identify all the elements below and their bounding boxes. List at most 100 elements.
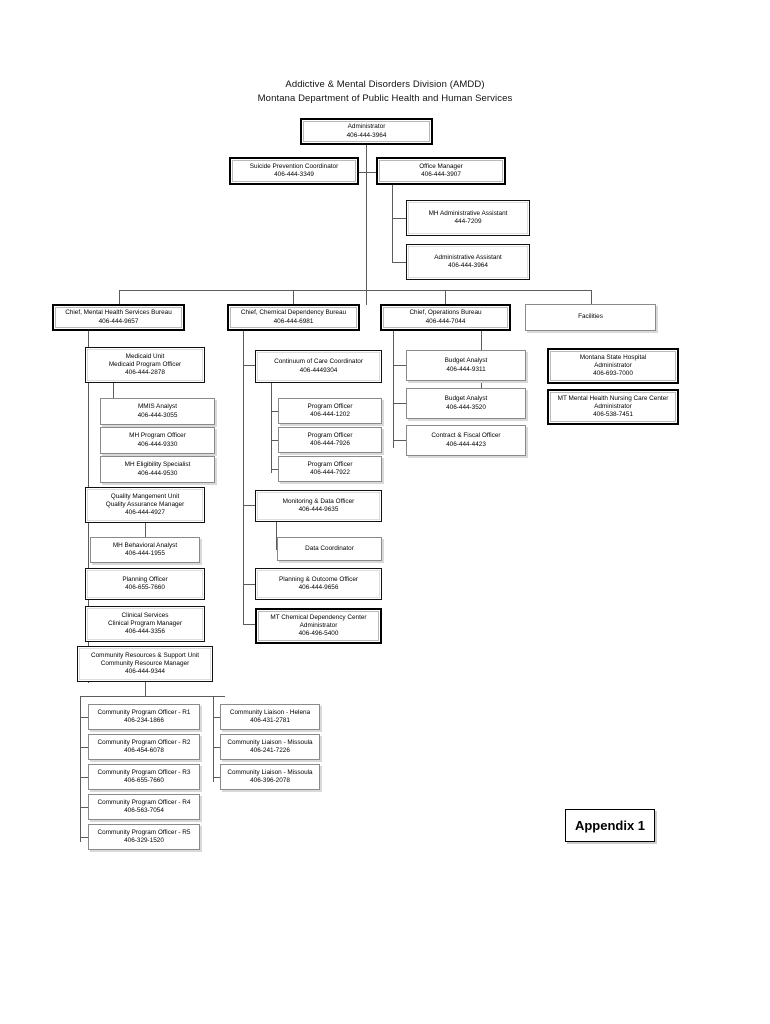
connector-continuum-trunk	[271, 383, 272, 473]
connector-to-mt-cd-center	[243, 624, 255, 625]
node-phone: 406-444-1202	[310, 411, 350, 418]
node-subtitle: Administrator	[594, 402, 632, 410]
page-title: Addictive & Mental Disorders Division (A…	[0, 78, 770, 106]
connector-admin-trunk	[366, 145, 367, 305]
node-title: MT Mental Health Nursing Care Center	[557, 394, 669, 402]
node-title: Office Manager	[419, 162, 463, 170]
node-title: Community Program Officer - R3	[97, 768, 191, 776]
node-phone: 406-444-9635	[298, 506, 339, 513]
node-mh-eligibility-specialist[interactable]: MH Eligibility Specialist 406-444-9530	[100, 456, 215, 483]
node-phone: 406-693-7000	[593, 370, 633, 378]
node-mh-behavioral-analyst[interactable]: MH Behavioral Analyst 406-444-1955	[90, 537, 200, 563]
node-phone: 406-444-9530	[137, 469, 178, 477]
node-phone: 406-431-2781	[250, 717, 290, 724]
connector-liaison-trunk	[213, 696, 214, 782]
node-quality-management-unit[interactable]: Quality Mangement Unit Quality Assurance…	[85, 487, 205, 523]
connector-to-liaison-helena	[213, 717, 223, 718]
node-planning-officer[interactable]: Planning Officer 406-655-7660	[85, 568, 205, 600]
node-chief-operations-bureau[interactable]: Chief, Operations Bureau 406-444-7044	[380, 304, 511, 331]
node-planning-outcome-officer[interactable]: Planning & Outcome Officer 406-444-9656	[255, 568, 382, 600]
node-budget-analyst-2[interactable]: Budget Analyst 406-444-3520	[406, 388, 526, 419]
node-phone: 406-538-7451	[593, 411, 633, 419]
node-suicide-prevention-coordinator[interactable]: Suicide Prevention Coordinator 406-444-3…	[229, 157, 359, 185]
node-title: Data Coordinator	[305, 544, 354, 552]
node-title: MH Eligibility Specialist	[124, 461, 191, 469]
connector-to-cpo-r1	[80, 717, 90, 718]
node-subtitle: Administrator	[594, 361, 632, 369]
node-office-manager[interactable]: Office Manager 406-444-3907	[376, 157, 506, 185]
node-program-officer-2[interactable]: Program Officer 406-444-7926	[278, 427, 382, 453]
node-medicaid-unit[interactable]: Medicaid Unit Medicaid Program Officer 4…	[85, 347, 205, 383]
node-facilities[interactable]: Facilities	[525, 304, 656, 331]
title-line-1: Addictive & Mental Disorders Division (A…	[285, 79, 485, 90]
connector-office-manager-trunk	[392, 185, 393, 263]
node-title: Community Program Officer - R5	[97, 828, 191, 836]
node-phone: 406-655-7660	[124, 777, 164, 784]
node-contract-fiscal-officer[interactable]: Contract & Fiscal Officer 406-444-4423	[406, 425, 526, 456]
node-mmis-analyst[interactable]: MMIS Analyst 406-444-3055	[100, 398, 215, 425]
connector-to-mh-admin-assistant	[392, 218, 406, 219]
node-subtitle: Community Resource Manager	[100, 659, 190, 667]
connector-quality-to-behavioral	[145, 522, 146, 549]
node-community-program-officer-r5[interactable]: Community Program Officer - R5 406-329-1…	[88, 824, 200, 850]
node-chief-chemical-dependency-bureau[interactable]: Chief, Chemical Dependency Bureau 406-44…	[227, 304, 360, 331]
node-phone: 406-444-3349	[274, 171, 314, 178]
node-community-resources-support-unit[interactable]: Community Resources & Support Unit Commu…	[77, 646, 213, 682]
node-phone: 406-444-3964	[346, 131, 387, 139]
node-montana-state-hospital[interactable]: Montana State Hospital Administrator 406…	[547, 348, 679, 384]
node-title: Community Liaison - Missoula	[227, 768, 313, 776]
node-administrative-assistant[interactable]: Administrative Assistant 406-444-3964	[406, 244, 530, 280]
node-community-program-officer-r4[interactable]: Community Program Officer - R4 406-563-7…	[88, 794, 200, 820]
node-title: MMIS Analyst	[137, 403, 178, 411]
node-subtitle: Medicaid Program Officer	[108, 360, 182, 368]
node-phone: 406-444-4423	[446, 440, 486, 448]
node-phone: 406-234-1866	[124, 717, 164, 724]
connector-bureau-bus	[119, 290, 591, 291]
node-phone: 406-444-1955	[125, 550, 165, 557]
node-mh-administrative-assistant[interactable]: MH Administrative Assistant 444-7209	[406, 200, 530, 236]
connector-chief-ops-trunk	[393, 331, 394, 448]
node-community-program-officer-r1[interactable]: Community Program Officer - R1 406-234-1…	[88, 704, 200, 730]
node-phone: 406-241-7226	[250, 747, 290, 754]
connector-to-monitoring-data	[243, 505, 255, 506]
node-title: MH Administrative Assistant	[428, 209, 508, 217]
node-mt-chemical-dependency-center[interactable]: MT Chemical Dependency Center Administra…	[255, 608, 382, 644]
node-title: Program Officer	[307, 431, 353, 439]
node-title: Program Officer	[307, 402, 353, 410]
node-phone: 406-4449304	[299, 366, 338, 374]
connector-to-program-officer-2	[271, 440, 283, 441]
node-title: Facilities	[578, 313, 603, 321]
connector-to-cpo-r2	[80, 747, 90, 748]
node-program-officer-3[interactable]: Program Officer 406-444-7922	[278, 456, 382, 482]
node-administrator[interactable]: Administrator 406-444-3964	[300, 118, 433, 145]
node-mh-program-officer[interactable]: MH Program Officer 406-444-9330	[100, 427, 215, 454]
node-community-program-officer-r2[interactable]: Community Program Officer - R2 406-454-6…	[88, 734, 200, 760]
node-phone: 406-444-3055	[137, 411, 178, 419]
node-phone: 406-329-1520	[124, 837, 164, 844]
node-clinical-services[interactable]: Clinical Services Clinical Program Manag…	[85, 606, 205, 642]
node-budget-analyst-1[interactable]: Budget Analyst 406-444-9311	[406, 350, 526, 381]
node-data-coordinator[interactable]: Data Coordinator	[277, 537, 382, 561]
node-community-program-officer-r3[interactable]: Community Program Officer - R3 406-655-7…	[88, 764, 200, 790]
node-continuum-of-care-coordinator[interactable]: Continuum of Care Coordinator 406-444930…	[255, 350, 382, 383]
node-title: Montana State Hospital	[579, 353, 647, 361]
connector-chief-cd-trunk	[243, 331, 244, 625]
node-monitoring-data-officer[interactable]: Monitoring & Data Officer 406-444-9635	[255, 490, 382, 522]
node-community-liaison-missoula-2[interactable]: Community Liaison - Missoula 406-396-207…	[220, 764, 320, 790]
node-title: Contract & Fiscal Officer	[431, 432, 501, 440]
node-program-officer-1[interactable]: Program Officer 406-444-1202	[278, 398, 382, 424]
node-community-liaison-missoula-1[interactable]: Community Liaison - Missoula 406-241-722…	[220, 734, 320, 760]
node-community-liaison-helena[interactable]: Community Liaison - Helena 406-431-2781	[220, 704, 320, 730]
node-phone: 406-444-3520	[446, 403, 486, 411]
connector-to-budget-analyst-2	[393, 403, 406, 404]
connector-to-continuum-care	[243, 365, 255, 366]
node-phone: 406-396-2078	[250, 777, 290, 784]
node-subtitle: Quality Assurance Manager	[105, 500, 185, 508]
node-chief-mental-health-services-bureau[interactable]: Chief, Mental Health Services Bureau 406…	[52, 304, 185, 331]
node-phone: 444-7209	[454, 218, 482, 225]
node-phone: 406-444-3907	[421, 171, 461, 178]
node-mt-mental-health-nursing-care-center[interactable]: MT Mental Health Nursing Care Center Adm…	[547, 389, 679, 425]
node-title: MT Chemical Dependency Center	[270, 613, 367, 621]
connector-drop-facilities	[591, 290, 592, 304]
